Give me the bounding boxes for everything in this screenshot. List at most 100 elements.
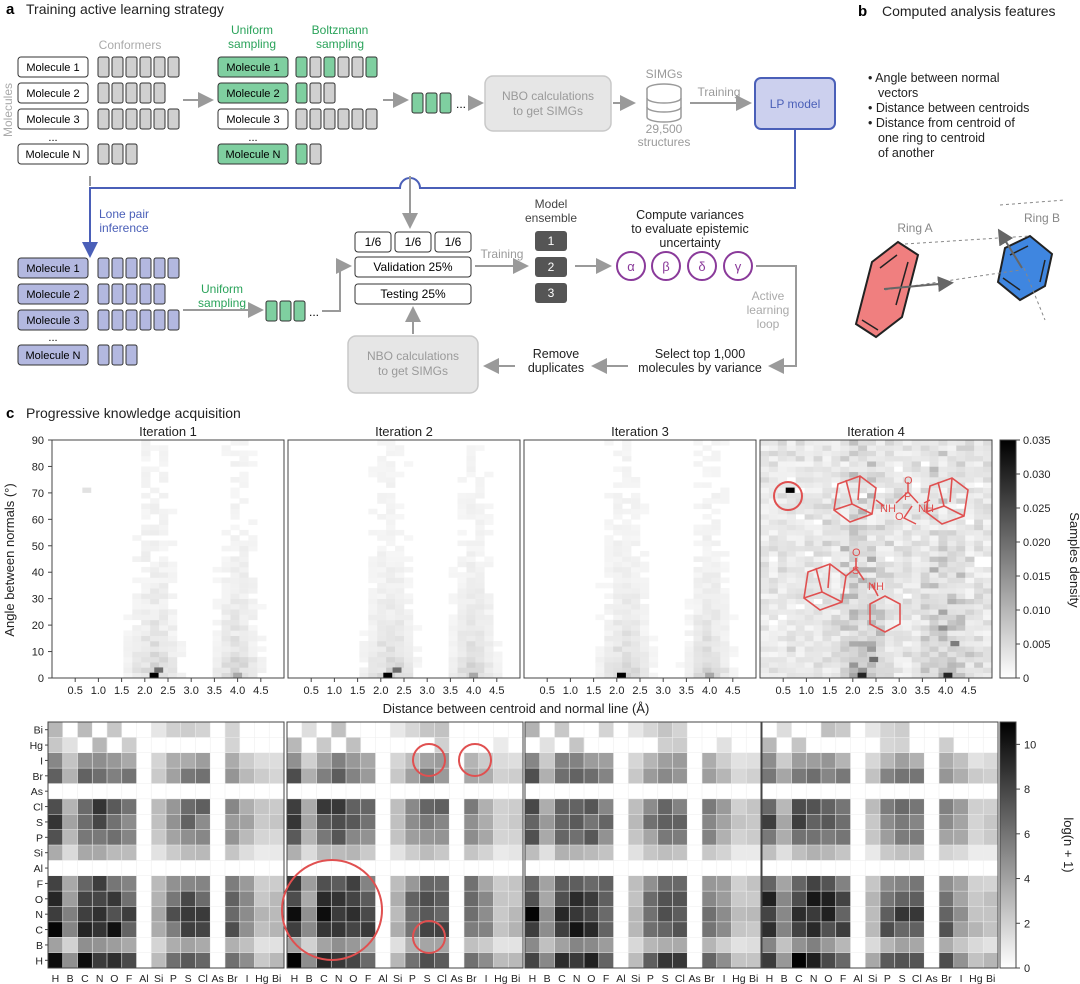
density-cell <box>876 503 886 510</box>
density-cell <box>239 662 249 668</box>
density-cell <box>876 566 886 573</box>
density-cell <box>448 667 458 674</box>
element-pair-cell <box>493 814 509 830</box>
density-cell <box>684 667 694 674</box>
density-cell <box>768 640 779 647</box>
element-pair-cell <box>360 906 376 923</box>
density-cell <box>141 640 151 647</box>
density-cell <box>974 471 984 478</box>
density-cell <box>239 529 249 536</box>
density-cell <box>631 662 641 668</box>
density-cell <box>804 625 814 631</box>
element-pair-cell <box>180 814 196 830</box>
element-pair-cell <box>791 937 807 953</box>
element-pair-cell <box>478 814 494 830</box>
element-x-label: Al <box>139 973 148 984</box>
element-pair-cell <box>107 722 122 738</box>
density-cell <box>132 603 142 610</box>
density-cell <box>965 450 975 457</box>
element-pair-cell <box>880 768 895 784</box>
element-pair-cell <box>939 921 954 938</box>
density-cell <box>141 445 151 451</box>
density-cell <box>795 524 805 531</box>
element-pair-cell <box>225 937 240 953</box>
element-pair-cell <box>62 921 78 938</box>
element-pair-cell <box>554 875 570 892</box>
density-cell <box>804 556 814 562</box>
density-cell <box>221 577 231 584</box>
density-cell <box>956 498 966 504</box>
element-y-label: S <box>36 817 43 829</box>
density-cell <box>983 445 993 451</box>
density-cell <box>813 503 823 510</box>
element-pair-cell <box>166 829 181 846</box>
density-cell <box>711 588 721 594</box>
density-cell <box>983 572 993 578</box>
density-cell <box>631 498 641 504</box>
density-cell <box>786 651 796 658</box>
density-cell <box>448 593 458 599</box>
density-cell <box>377 561 387 568</box>
density-cell <box>720 662 730 668</box>
density-cell <box>720 630 730 636</box>
density-cell <box>159 619 169 626</box>
density-cell <box>858 477 868 483</box>
density-cell <box>867 667 877 674</box>
element-pair-cell <box>360 829 376 846</box>
density-cell <box>395 561 405 568</box>
element-pair-cell <box>301 845 317 861</box>
density-cell <box>475 640 485 647</box>
density-cell <box>475 524 485 531</box>
density-cell <box>239 498 249 504</box>
density-cell <box>760 529 770 536</box>
density-cell <box>386 450 396 457</box>
x-tick-label: 1.0 <box>327 685 342 697</box>
density-cell <box>938 440 948 446</box>
density-cell <box>938 450 948 457</box>
density-cell <box>368 651 378 658</box>
atom-nh: NH <box>868 581 884 593</box>
density-cell <box>983 551 993 557</box>
element-pair-cell <box>939 829 954 846</box>
density-cell <box>159 556 169 562</box>
density-cell <box>929 614 939 621</box>
density-cell <box>858 482 868 488</box>
density-cell <box>640 593 650 599</box>
density-cell <box>804 535 814 541</box>
density-cell <box>795 609 805 615</box>
density-cell <box>840 519 850 525</box>
density-cell <box>239 440 249 446</box>
density-hotspot <box>616 672 626 678</box>
density-cell <box>822 450 832 457</box>
element-pair-cell <box>225 921 240 938</box>
density-cell <box>938 461 948 467</box>
density-cell <box>867 625 877 631</box>
density-cell <box>911 630 921 636</box>
density-cell <box>159 635 169 642</box>
element-pair-cell <box>77 921 93 938</box>
element-pair-cell <box>672 722 688 738</box>
density-cell <box>983 482 993 488</box>
element-pair-cell <box>716 814 732 830</box>
density-cell <box>938 492 948 499</box>
density-cell <box>760 630 770 636</box>
element-pair-cell <box>584 906 599 923</box>
density-cell <box>377 572 387 578</box>
density-cell <box>947 662 957 668</box>
density-cell <box>622 619 632 626</box>
density-cell <box>840 566 850 573</box>
density-cell <box>239 635 249 642</box>
density-cell <box>622 455 632 462</box>
density-cell <box>867 440 877 446</box>
density-cell <box>929 450 939 457</box>
density-cell <box>831 524 841 531</box>
density-cell <box>813 498 823 504</box>
density-cell <box>893 455 904 462</box>
density-cell <box>768 603 779 610</box>
density-cell <box>965 477 975 483</box>
density-cell <box>786 588 796 594</box>
density-cell <box>475 514 485 520</box>
density-cell <box>141 440 151 446</box>
density-cell <box>867 455 877 462</box>
density-cell <box>484 529 494 536</box>
